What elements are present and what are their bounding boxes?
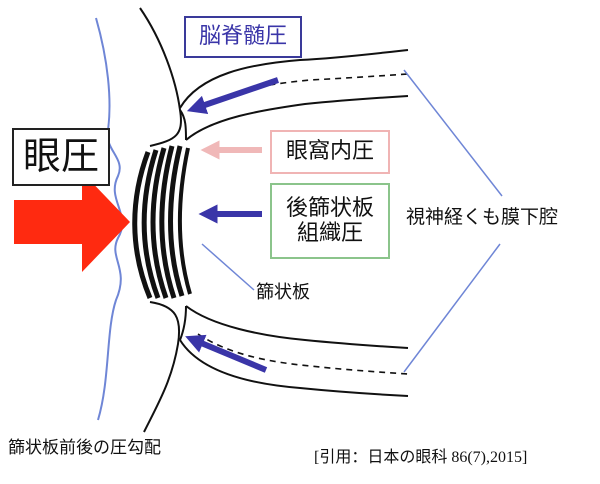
csf-arrow-lower: [185, 334, 268, 373]
orbital-pressure-box: 眼窩内圧: [270, 130, 390, 174]
nerve-wall-upper: [139, 7, 182, 147]
lamina-tissue-pressure-line2: 組織圧: [296, 221, 363, 246]
lamina-tissue-pressure-line1: 後篩状板: [285, 195, 374, 221]
iop-arrow: [14, 172, 130, 272]
sheath-upper-dashed: [197, 73, 409, 113]
callout-line-lamina: [201, 243, 255, 291]
csf-pressure-label: 脳脊髄圧: [198, 24, 287, 50]
callout-line-upper: [403, 69, 503, 197]
citation: [引用：日本の眼科 86(7),2015]: [314, 449, 528, 466]
subarachnoid-space-label: 視神経くも膜下腔: [406, 206, 559, 228]
callout-line-lower: [403, 243, 501, 373]
sheath-lower-outer: [179, 339, 409, 397]
csf-pressure-box: 脳脊髄圧: [184, 16, 302, 58]
nerve-notch-lower: [179, 305, 187, 341]
nerve-wall-lower: [143, 301, 181, 433]
nerve-notch-upper: [179, 109, 187, 141]
sheath-lower-dashed: [197, 333, 409, 375]
iop-label: 眼圧: [22, 134, 99, 179]
figure-caption: 篩状板前後の圧勾配: [8, 438, 161, 458]
lamina-cribrosa-layers: [132, 145, 192, 299]
sheath-upper-inner: [185, 95, 409, 141]
iop-label-box: 眼圧: [12, 128, 110, 186]
sheath-lower-inner: [185, 305, 409, 349]
sheath-upper-outer: [179, 49, 409, 109]
lamina-tissue-pressure-box: 後篩状板 組織圧: [270, 183, 390, 259]
csf-arrow-upper: [186, 77, 279, 114]
orbital-pressure-label: 眼窩内圧: [285, 139, 374, 165]
lamina-cribrosa-label: 篩状板: [256, 282, 310, 303]
